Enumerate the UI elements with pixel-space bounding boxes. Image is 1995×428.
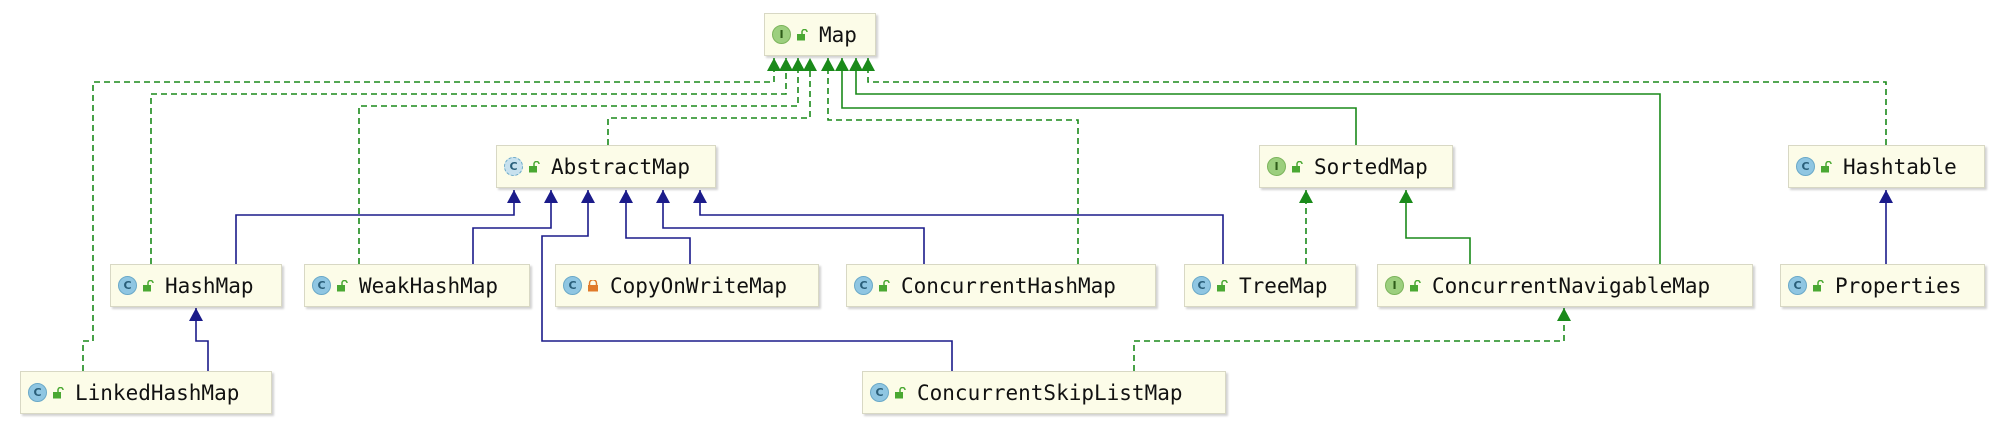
unlock-icon <box>1292 160 1303 172</box>
class-icon: C <box>854 276 873 295</box>
node-hashmap[interactable]: C HashMap <box>110 264 282 307</box>
edge-concurrentskiplistmap-to-abstractmap <box>541 190 953 371</box>
edge-copyonwritemap-to-abstractmap <box>619 190 691 264</box>
node-concurrenthashmap[interactable]: C ConcurrentHashMap <box>846 264 1156 307</box>
edge-treemap-to-sortedmap <box>1299 190 1313 264</box>
unlock-icon <box>1217 279 1228 291</box>
node-label: TreeMap <box>1239 273 1328 298</box>
node-concurrentnavigablemap[interactable]: I ConcurrentNavigableMap <box>1377 264 1753 307</box>
node-weakhashmap[interactable]: C WeakHashMap <box>304 264 530 307</box>
arrowhead <box>791 58 805 71</box>
unlock-icon <box>529 160 540 172</box>
unlock-icon <box>879 279 890 291</box>
edge-sortedmap-to-map <box>835 58 1357 145</box>
class-icon: C <box>1796 157 1815 176</box>
arrowhead <box>544 190 558 203</box>
unlock-icon <box>895 386 906 398</box>
node-label: SortedMap <box>1314 154 1428 179</box>
edge-concurrenthashmap-to-abstractmap <box>656 190 925 264</box>
edge-concurrentnavigablemap-to-map <box>849 58 1661 264</box>
class-icon: C <box>870 383 889 402</box>
node-concurrentskiplistmap[interactable]: C ConcurrentSkipListMap <box>862 371 1226 414</box>
edge-linkedhashmap-to-map <box>82 58 781 371</box>
edge-hashmap-to-abstractmap <box>235 190 521 264</box>
class-icon: C <box>118 276 137 295</box>
arrowhead <box>1557 308 1571 321</box>
node-label: Map <box>819 22 857 47</box>
arrowhead <box>656 190 670 203</box>
arrowhead <box>849 58 863 71</box>
class-icon: C <box>1788 276 1807 295</box>
arrowhead <box>767 58 781 71</box>
edge-hashtable-to-map <box>861 58 1887 145</box>
class-icon: C <box>312 276 331 295</box>
arrowhead <box>189 308 203 321</box>
node-label: LinkedHashMap <box>75 380 240 405</box>
edge-hashmap-to-map <box>150 58 793 264</box>
edge-treemap-to-abstractmap <box>693 190 1224 264</box>
node-label: AbstractMap <box>551 154 691 179</box>
class-icon: C <box>1192 276 1211 295</box>
node-copyonwritemap[interactable]: C CopyOnWriteMap <box>555 264 819 307</box>
node-hashtable[interactable]: C Hashtable <box>1788 145 1985 188</box>
arrowhead <box>835 58 849 71</box>
node-label: WeakHashMap <box>359 273 499 298</box>
unlock-icon <box>797 28 808 40</box>
abstract-class-icon: C <box>504 157 523 176</box>
arrowhead <box>1879 190 1893 203</box>
edge-weakhashmap-to-abstractmap <box>472 190 558 264</box>
node-sortedmap[interactable]: I SortedMap <box>1259 145 1453 188</box>
node-label: ConcurrentNavigableMap <box>1432 273 1711 298</box>
arrowhead <box>1399 190 1413 203</box>
node-label: HashMap <box>165 273 254 298</box>
node-label: Properties <box>1835 273 1962 298</box>
edge-concurrentnavigablemap-to-sortedmap <box>1399 190 1471 264</box>
edge-linkedhashmap-to-hashmap <box>189 308 209 371</box>
arrowhead <box>507 190 521 203</box>
edge-weakhashmap-to-map <box>358 58 805 264</box>
unlock-icon <box>1821 160 1832 172</box>
arrowhead <box>803 58 817 71</box>
arrowhead <box>693 190 707 203</box>
node-abstractmap[interactable]: C AbstractMap <box>496 145 716 188</box>
arrowhead <box>779 58 793 71</box>
edge-properties-to-hashtable <box>1879 190 1893 264</box>
node-treemap[interactable]: C TreeMap <box>1184 264 1356 307</box>
unlock-icon <box>1813 279 1824 291</box>
node-label: Hashtable <box>1843 154 1957 179</box>
node-label: ConcurrentSkipListMap <box>917 380 1183 405</box>
interface-icon: I <box>772 25 791 44</box>
arrowhead <box>581 190 595 203</box>
edge-concurrenthashmap-to-map <box>821 58 1079 264</box>
unlock-icon <box>143 279 154 291</box>
interface-icon: I <box>1267 157 1286 176</box>
node-label: CopyOnWriteMap <box>610 273 788 298</box>
class-icon: C <box>28 383 47 402</box>
unlock-icon <box>337 279 348 291</box>
class-icon: C <box>563 276 582 295</box>
arrowhead <box>821 58 835 71</box>
node-properties[interactable]: C Properties <box>1780 264 1985 307</box>
node-label: ConcurrentHashMap <box>901 273 1116 298</box>
arrowhead <box>861 58 875 71</box>
arrowhead <box>619 190 633 203</box>
edge-abstractmap-to-map <box>607 58 817 145</box>
lock-icon <box>588 279 598 291</box>
unlock-icon <box>1410 279 1421 291</box>
node-linkedhashmap[interactable]: C LinkedHashMap <box>20 371 272 414</box>
interface-icon: I <box>1385 276 1404 295</box>
arrowhead <box>1299 190 1313 203</box>
unlock-icon <box>53 386 64 398</box>
node-map[interactable]: I Map <box>764 13 876 56</box>
edge-concurrentskiplistmap-to-concurrentnavigablemap <box>1133 308 1571 371</box>
